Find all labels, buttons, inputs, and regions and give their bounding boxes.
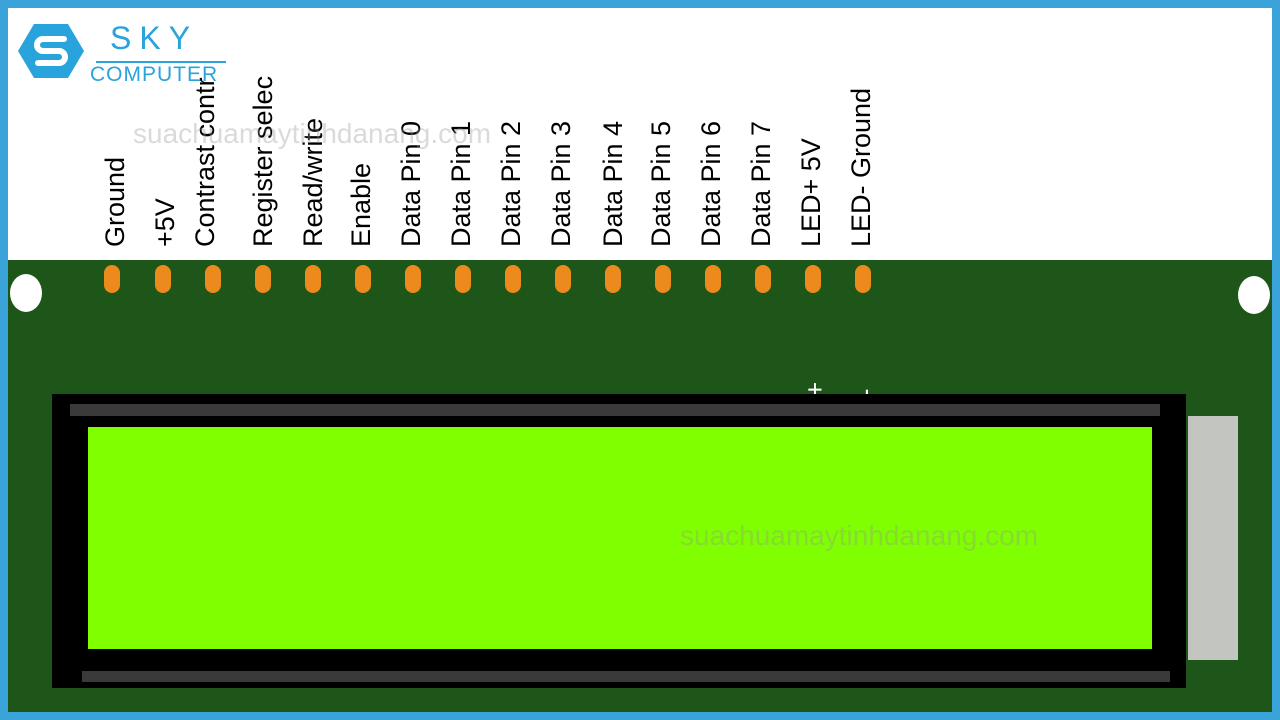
pin-pad: [305, 265, 321, 293]
pin-pad: [255, 265, 271, 293]
pin-pad: [355, 265, 371, 293]
pin-pad: [455, 265, 471, 293]
pin-pad: [505, 265, 521, 293]
logo-name: SKY: [110, 20, 199, 56]
logo-subtitle: COMPUTER: [90, 63, 219, 86]
logo-mark-icon: [18, 24, 84, 78]
pin-function-label: Data Pin 5: [646, 120, 676, 247]
sky-computer-logo: SKY COMPUTER: [18, 18, 233, 86]
mount-hole-left: [10, 274, 42, 312]
watermark-center: suachuamaytinhdanang.com: [680, 520, 1039, 551]
pin-pad: [855, 265, 871, 293]
pin-pad: [755, 265, 771, 293]
pin-pad: [155, 265, 171, 293]
pin-pad: [555, 265, 571, 293]
lcd-rail-bottom: [82, 671, 1170, 682]
pin-pad: [104, 265, 120, 293]
pin-function-label: LED- Ground: [846, 87, 876, 247]
pin-pad: [605, 265, 621, 293]
pin-pad: [805, 265, 821, 293]
lcd-rail-top: [70, 404, 1160, 416]
pin-function-label: Data Pin 3: [546, 120, 576, 247]
pin-pad: [405, 265, 421, 293]
pin-pad: [705, 265, 721, 293]
pin-function-label: Data Pin 2: [496, 120, 526, 247]
pin-pad: [655, 265, 671, 293]
lcd-screen: [88, 427, 1152, 649]
pin-function-label: Data Pin 6: [696, 120, 726, 247]
pin-function-label: Data Pin 4: [598, 120, 628, 247]
logo-divider: [96, 61, 226, 63]
mount-hole-right: [1238, 276, 1270, 314]
pin-pad: [205, 265, 221, 293]
pin-function-label: LED+ 5V: [796, 138, 826, 247]
pin-function-label: Data Pin 7: [746, 120, 776, 247]
lcd-backlight-connector: [1188, 416, 1238, 660]
watermark-top: suachuamaytinhdanang.com: [133, 118, 492, 149]
